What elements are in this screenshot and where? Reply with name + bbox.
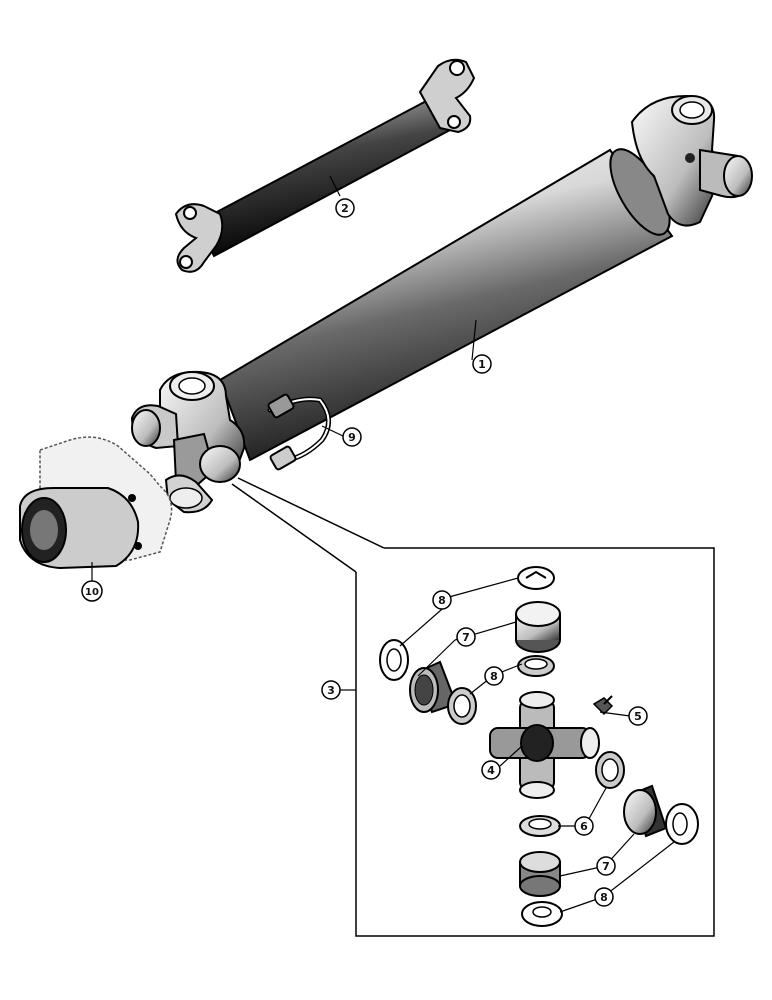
callout-1: 1 bbox=[472, 354, 492, 374]
callout-2-label: 2 bbox=[341, 202, 349, 215]
callout-7-upper-label: 7 bbox=[462, 631, 470, 644]
callout-5: 5 bbox=[628, 706, 648, 726]
callout-4: 4 bbox=[481, 760, 501, 780]
cross-journal bbox=[489, 691, 600, 799]
needle-bearing-lower bbox=[519, 851, 561, 897]
callout-9-label: 9 bbox=[348, 431, 356, 444]
grease-fitting bbox=[592, 695, 614, 716]
main-drive-shaft bbox=[130, 94, 753, 514]
companion-flange bbox=[19, 436, 173, 570]
snap-ring-bottom bbox=[521, 901, 563, 927]
callout-3-label: 3 bbox=[327, 684, 335, 697]
small-drive-shaft bbox=[174, 58, 476, 273]
callout-7-lower: 7 bbox=[596, 856, 616, 876]
callout-3: 3 bbox=[321, 680, 341, 700]
callout-1-label: 1 bbox=[478, 358, 486, 371]
callout-4-label: 4 bbox=[487, 764, 495, 777]
bearing-cap-upper bbox=[515, 601, 561, 653]
callout-10-label: 10 bbox=[85, 587, 99, 598]
callout-6-label: 6 bbox=[580, 820, 588, 833]
callout-9: 9 bbox=[342, 427, 362, 447]
callout-6: 6 bbox=[574, 816, 594, 836]
callout-8-mid: 8 bbox=[484, 666, 504, 686]
callout-5-label: 5 bbox=[634, 710, 642, 723]
callout-8-bottom: 8 bbox=[594, 887, 614, 907]
inset-leader-lines bbox=[231, 477, 385, 573]
callout-8-bottom-label: 8 bbox=[600, 891, 608, 904]
callout-8-mid-label: 8 bbox=[490, 670, 498, 683]
needle-bearing-left bbox=[409, 660, 458, 714]
exploded-universal-joint-inset bbox=[340, 547, 715, 937]
snap-ring-upper bbox=[517, 566, 555, 590]
callout-8-top: 8 bbox=[432, 590, 452, 610]
callout-10: 10 bbox=[81, 580, 103, 602]
bearing-cap-right bbox=[623, 784, 668, 838]
seal-upper bbox=[517, 655, 555, 677]
callout-7-upper: 7 bbox=[456, 627, 476, 647]
seal-right bbox=[595, 751, 625, 789]
snap-ring-left bbox=[379, 639, 409, 681]
callout-2: 2 bbox=[335, 198, 355, 218]
snap-ring-right bbox=[665, 803, 699, 845]
callout-8-top-label: 8 bbox=[438, 594, 446, 607]
callout-7-lower-label: 7 bbox=[602, 860, 610, 873]
seal-lower bbox=[519, 815, 561, 837]
seal-left bbox=[447, 687, 477, 725]
